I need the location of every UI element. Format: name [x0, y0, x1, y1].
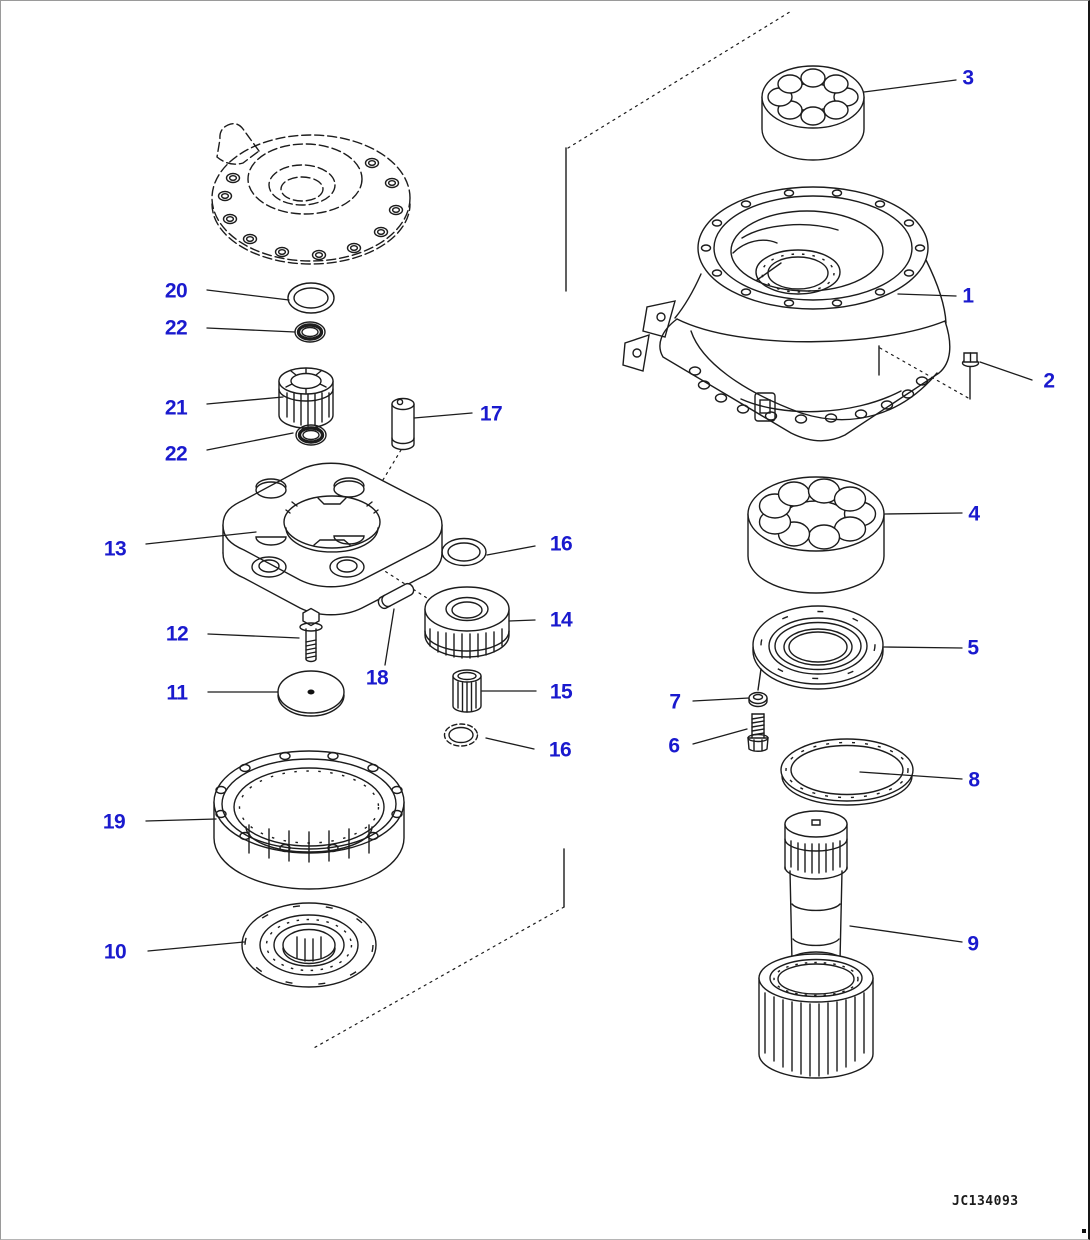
leader-line-12 — [207, 633, 300, 639]
part-4-bearing — [747, 476, 885, 594]
callout-19: 19 — [102, 810, 126, 834]
callout-14: 14 — [549, 608, 573, 632]
assembled-overview — [211, 122, 411, 265]
leader-line-18 — [384, 608, 395, 666]
leader-line-7 — [692, 697, 750, 702]
leader-line-13 — [145, 531, 257, 545]
callout-20: 20 — [164, 279, 188, 303]
leader-line-16b — [485, 737, 535, 750]
part-9-shaft — [758, 810, 874, 1079]
callout-18: 18 — [365, 666, 389, 690]
leader-line-22b — [206, 432, 294, 451]
figure-code: JC134093 — [952, 1194, 1019, 1209]
callout-16a: 16 — [549, 532, 573, 556]
housing-rim-holes — [700, 189, 926, 307]
leader-line-6 — [692, 728, 748, 745]
bearing-3-balls — [767, 68, 859, 126]
housing-flange-holes — [688, 366, 929, 424]
callout-7: 7 — [669, 690, 681, 714]
leader-line-10 — [147, 941, 245, 952]
leader-line-1 — [897, 293, 957, 297]
part-16-ring-upper — [441, 537, 487, 567]
callout-13: 13 — [103, 537, 127, 561]
callout-4: 4 — [968, 502, 980, 526]
leader-line-20 — [206, 289, 290, 301]
leader-line-17 — [413, 412, 473, 419]
part-13-carrier — [222, 462, 443, 616]
leader-line-8 — [859, 771, 963, 780]
leader-line-22a — [206, 327, 296, 333]
callout-21: 21 — [164, 396, 188, 420]
part-2-plug — [961, 352, 980, 368]
callout-3: 3 — [962, 66, 974, 90]
callout-17: 17 — [479, 402, 503, 426]
callout-12: 12 — [165, 622, 189, 646]
part-11-plate — [277, 670, 345, 717]
part-20-ring — [287, 282, 335, 314]
flange-bolt-holes — [217, 157, 404, 261]
leader-line-2 — [979, 361, 1033, 381]
part-10-bearing — [241, 902, 377, 988]
leader-line-5 — [883, 646, 963, 649]
callout-22b: 22 — [164, 442, 188, 466]
part-19-ring-gear — [213, 750, 405, 890]
ring-gear-bolt-holes — [215, 751, 403, 853]
callout-15: 15 — [549, 680, 573, 704]
part-22-ring-upper — [294, 321, 326, 343]
callout-10: 10 — [103, 940, 127, 964]
part-14-gear — [424, 586, 510, 659]
callout-2: 2 — [1043, 369, 1055, 393]
part-6-bolt — [747, 713, 769, 752]
part-5-race — [752, 605, 884, 690]
part-17-pin — [391, 397, 415, 451]
part-7-nut — [748, 691, 768, 708]
callout-1: 1 — [962, 284, 974, 308]
leader-line-4 — [884, 512, 963, 515]
leader-line-14 — [508, 619, 536, 622]
part-16-ring-lower — [443, 723, 479, 747]
callout-6: 6 — [668, 734, 680, 758]
part-21-coupling — [278, 367, 334, 429]
leader-line-3 — [863, 79, 957, 93]
callout-11: 11 — [166, 681, 188, 705]
leader-line-19 — [145, 818, 217, 822]
part-12-bolt — [299, 607, 323, 663]
leader-line-21 — [206, 396, 284, 405]
boundary-lines — [311, 9, 794, 1050]
corner-mark — [1082, 1229, 1086, 1233]
part-18-pin — [377, 582, 415, 610]
bearing-4-balls — [758, 478, 877, 550]
part-1-housing — [622, 186, 951, 442]
leader-line-9 — [849, 925, 963, 943]
callout-9: 9 — [967, 932, 979, 956]
leader-line-16a — [486, 545, 536, 556]
part-8-ring — [780, 738, 914, 806]
callout-22a: 22 — [164, 316, 188, 340]
leader-lines — [145, 79, 1033, 952]
callout-16b: 16 — [548, 738, 572, 762]
callout-5: 5 — [967, 636, 979, 660]
part-15-needle-cage — [452, 669, 482, 713]
part-22-ring-lower — [295, 424, 327, 446]
part-3-bearing — [761, 65, 865, 161]
callout-8: 8 — [968, 768, 980, 792]
